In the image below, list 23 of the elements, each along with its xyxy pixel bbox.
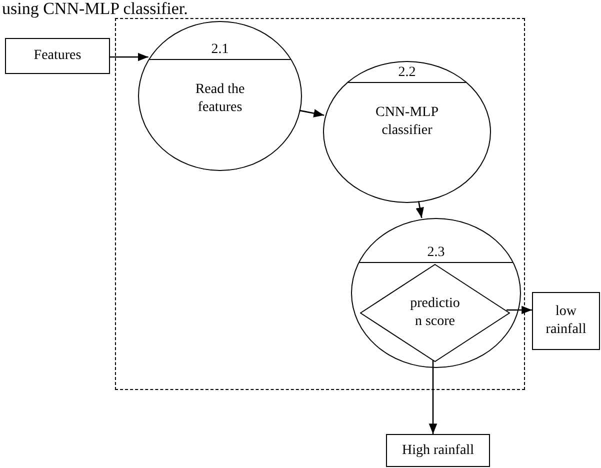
- heading-fragment: using CNN-MLP classifier.: [2, 0, 188, 17]
- entity-box: [386, 434, 490, 467]
- arrow: [506, 306, 532, 314]
- process-circle: [351, 218, 521, 368]
- decision-diamond: [360, 264, 510, 362]
- system-boundary: [115, 18, 525, 390]
- process-number: 2.1: [210, 42, 230, 58]
- process-number: 2.2: [397, 65, 417, 81]
- arrow: [299, 109, 324, 118]
- process-label: CNN-MLP classifier: [374, 104, 440, 140]
- arrow: [416, 201, 424, 218]
- process-number: 2.3: [426, 245, 446, 261]
- process-circle: [138, 21, 302, 171]
- entity-label: Features: [32, 47, 82, 65]
- entity-label: High rainfall: [401, 442, 475, 460]
- arrow: [110, 52, 148, 62]
- entity-label: low rainfall: [544, 303, 588, 339]
- entity-box: [5, 38, 110, 74]
- entity-box: [532, 292, 600, 350]
- process-circle: [323, 61, 491, 203]
- arrow: [428, 360, 438, 434]
- decision-label: predictio n score: [409, 295, 461, 331]
- process-label: Read the features: [194, 81, 246, 117]
